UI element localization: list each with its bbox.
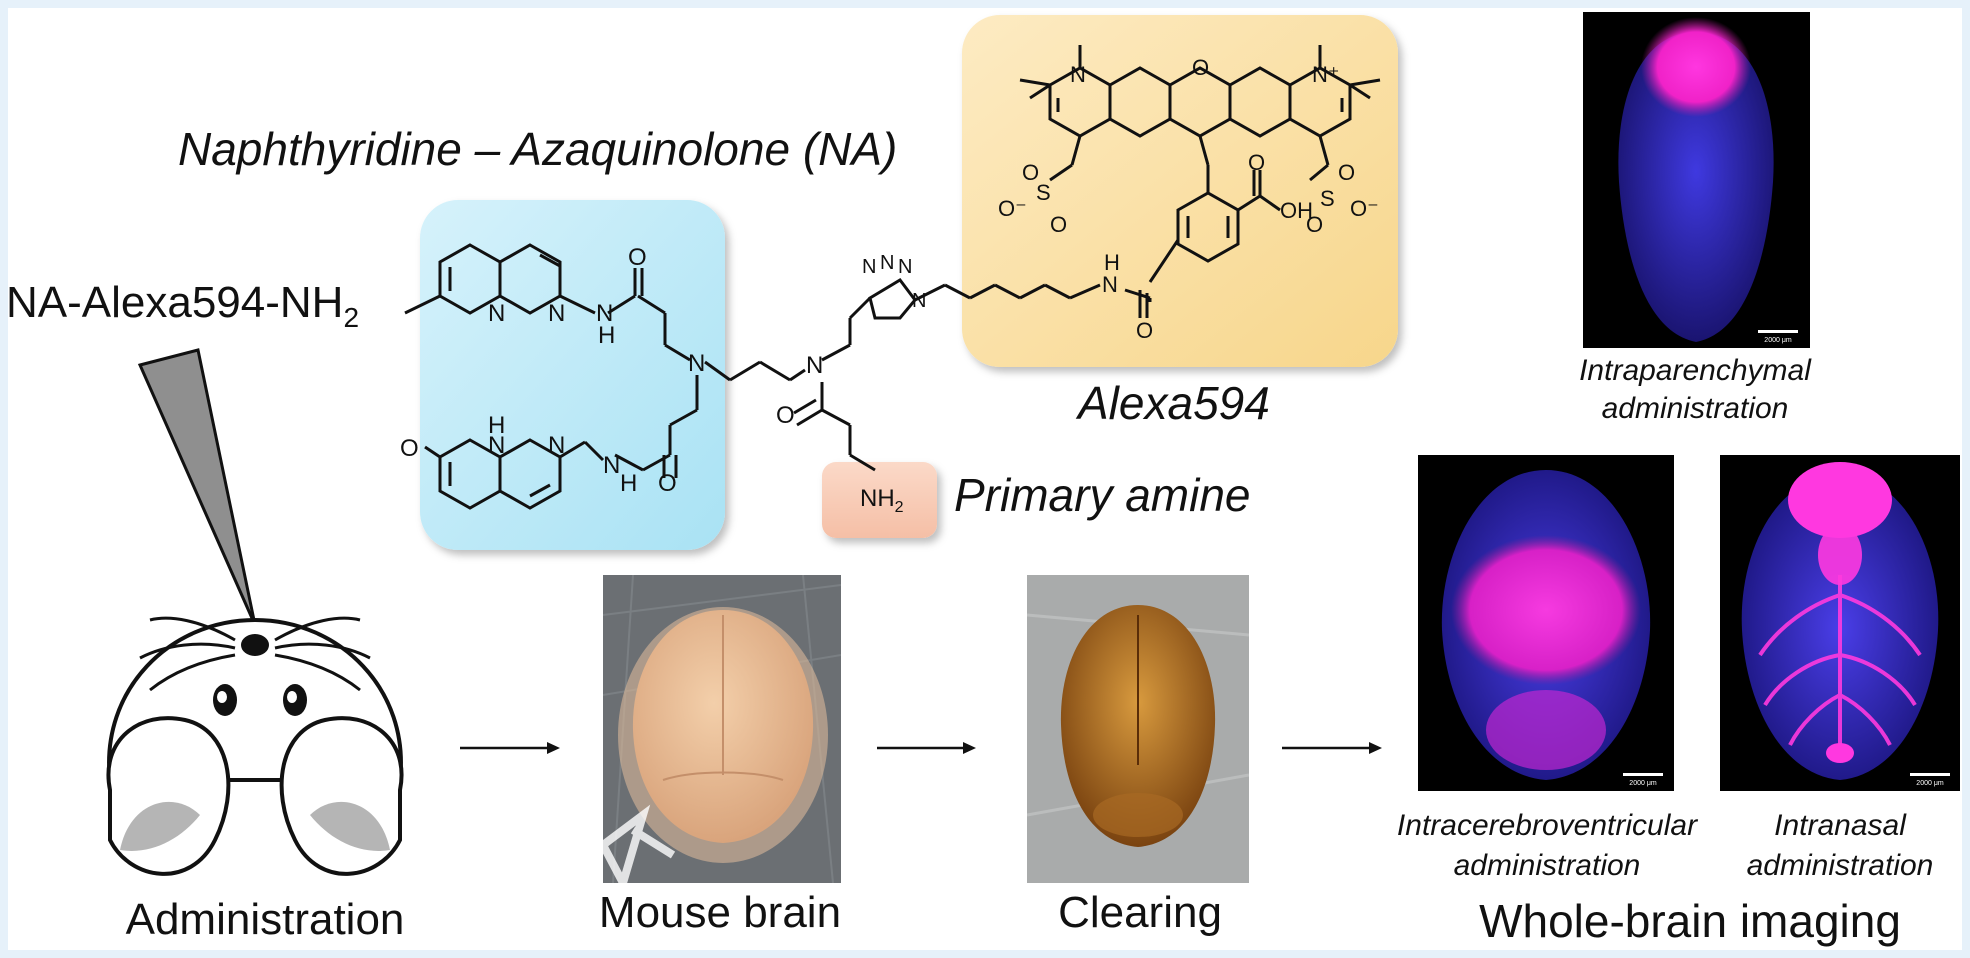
mouse-head bbox=[106, 617, 404, 876]
na-title: Naphthyridine – Azaquinolone (NA) bbox=[178, 123, 898, 175]
atom-n-central-2: N bbox=[806, 352, 824, 379]
scale-bar-label-3: 2000 μm bbox=[1916, 780, 1944, 787]
intraparenchymal-caption-line1: Intraparenchymal bbox=[1579, 354, 1811, 387]
atom-o-right-2: O bbox=[1338, 160, 1356, 185]
intraparenchymal-caption-line2: administration bbox=[1601, 392, 1789, 425]
intranasal-image: 2000 μm bbox=[1720, 455, 1960, 791]
amine-label: Primary amine bbox=[954, 469, 1251, 521]
atom-o-2: O bbox=[776, 402, 795, 429]
atom-n-2: N bbox=[548, 300, 566, 327]
atom-o-amide: O bbox=[1136, 318, 1154, 343]
atom-n-triazole-2: N bbox=[880, 252, 895, 274]
atom-h-3: H bbox=[488, 412, 506, 439]
cleared-brain-photo bbox=[1027, 575, 1249, 883]
atom-s-left: S bbox=[1036, 180, 1051, 205]
atom-n-4: N bbox=[603, 452, 621, 479]
atom-n-1: N bbox=[488, 300, 506, 327]
atom-o-left-3: O bbox=[1050, 212, 1068, 237]
intraparenchymal-image: 2000 μm bbox=[1583, 12, 1810, 348]
atom-n-right: N⁺ bbox=[1312, 62, 1340, 87]
atom-h-2: H bbox=[620, 470, 638, 497]
atom-o-left-1: O⁻ bbox=[998, 196, 1027, 221]
atom-o-4: O bbox=[400, 435, 419, 462]
atom-n-central-1: N bbox=[688, 350, 706, 377]
amine-group: NH bbox=[860, 485, 895, 512]
atom-o-3: O bbox=[658, 470, 677, 497]
atom-h-amide: H bbox=[1104, 250, 1120, 275]
syringe-needle bbox=[137, 348, 257, 626]
compound-label: NA-Alexa594-NH2 bbox=[6, 278, 359, 334]
icv-image: 2000 μm bbox=[1418, 455, 1674, 791]
compound-subscript: 2 bbox=[343, 301, 360, 333]
atom-n-triazole-3: N bbox=[898, 256, 913, 278]
icv-caption-line1: Intracerebroventricular bbox=[1396, 809, 1698, 842]
atom-o-right-3: O bbox=[1306, 212, 1324, 237]
intranasal-caption-line1: Intranasal bbox=[1774, 809, 1906, 842]
icv-caption: Intracerebroventricular administration bbox=[1352, 806, 1742, 886]
na-box bbox=[420, 200, 725, 550]
step-whole-brain-imaging: Whole-brain imaging bbox=[1479, 895, 1901, 947]
atom-o-1: O bbox=[628, 244, 647, 271]
intranasal-caption: Intranasal administration bbox=[1720, 806, 1960, 886]
atom-o-right-1: O⁻ bbox=[1350, 196, 1379, 221]
amine-group-sub: 2 bbox=[894, 498, 904, 516]
atom-n-6: N bbox=[548, 432, 566, 459]
atom-n-triazole-4: N bbox=[912, 290, 927, 312]
scale-bar-label-1: 2000 μm bbox=[1764, 337, 1792, 344]
bonds bbox=[404, 45, 1381, 510]
arrowheads bbox=[547, 742, 1382, 754]
atom-h-1: H bbox=[598, 322, 616, 349]
mouse-eye-right-highlight bbox=[287, 691, 297, 703]
compound-name: NA-Alexa594-NH bbox=[6, 278, 344, 327]
amine-group-label: NH2 bbox=[860, 485, 904, 517]
step-mouse-brain: Mouse brain bbox=[598, 888, 842, 937]
atom-o-left-2: O bbox=[1022, 160, 1040, 185]
atom-n-left: N bbox=[1070, 62, 1086, 87]
atom-n-amide: N bbox=[1102, 272, 1118, 297]
mouse-brain-photo bbox=[603, 575, 841, 883]
atom-n-triazole-1: N bbox=[862, 256, 877, 278]
step-clearing: Clearing bbox=[1058, 888, 1222, 937]
amine-box bbox=[822, 462, 937, 538]
atom-n-3: N bbox=[596, 300, 614, 327]
whiskers bbox=[139, 616, 371, 692]
mouse-eye-left-highlight bbox=[217, 691, 227, 703]
atom-s-right: S bbox=[1320, 186, 1335, 211]
mouse-nose bbox=[241, 634, 269, 656]
atom-o-acid: O bbox=[1248, 150, 1266, 175]
atom-oh: OH bbox=[1280, 198, 1313, 223]
atom-o-xanthene: O bbox=[1192, 55, 1210, 80]
scale-bar-label-2: 2000 μm bbox=[1629, 780, 1657, 787]
icv-caption-line2: administration bbox=[1453, 849, 1641, 882]
atom-n-5: N bbox=[488, 432, 506, 459]
intraparenchymal-caption: Intraparenchymal administration bbox=[1540, 352, 1850, 428]
step-administration: Administration bbox=[125, 895, 405, 944]
intranasal-caption-line2: administration bbox=[1746, 849, 1934, 882]
alexa-label: Alexa594 bbox=[1078, 377, 1270, 429]
